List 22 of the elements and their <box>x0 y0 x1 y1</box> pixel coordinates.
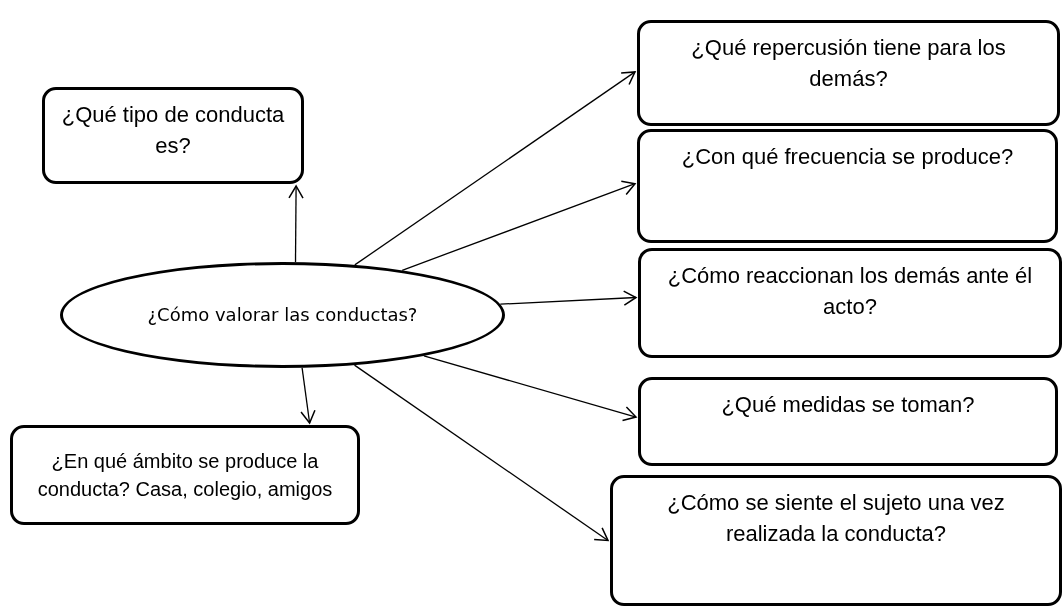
question-box <box>42 87 304 184</box>
question-text: ¿Qué repercusión tiene para los demás? <box>690 34 1007 93</box>
question-box <box>638 377 1058 466</box>
question-box <box>610 475 1062 606</box>
question-text: ¿Cómo valorar las conductas? <box>147 303 418 328</box>
question-text: ¿Qué medidas se toman? <box>721 391 975 419</box>
question-text: ¿Cómo se siente el sujeto una vez realizada la conducta? <box>666 489 1006 548</box>
arrow <box>288 185 304 263</box>
arrow <box>499 290 637 306</box>
arrow <box>401 180 636 271</box>
question-text: ¿Qué tipo de conducta es? <box>60 101 286 160</box>
arrow <box>300 367 316 424</box>
arrow <box>354 71 636 266</box>
question-box <box>637 129 1058 243</box>
arrow <box>353 364 609 542</box>
question-text: ¿Cómo reaccionan los demás ante él acto? <box>666 262 1034 321</box>
question-box <box>638 248 1062 358</box>
question-text: ¿En qué ámbito se produce la conducta? Casa, colegio, amigos <box>36 449 334 502</box>
question-box <box>10 425 360 525</box>
question-text: ¿Con qué frecuencia se produce? <box>681 143 1014 171</box>
arrow <box>423 355 637 422</box>
question-box <box>637 20 1060 126</box>
